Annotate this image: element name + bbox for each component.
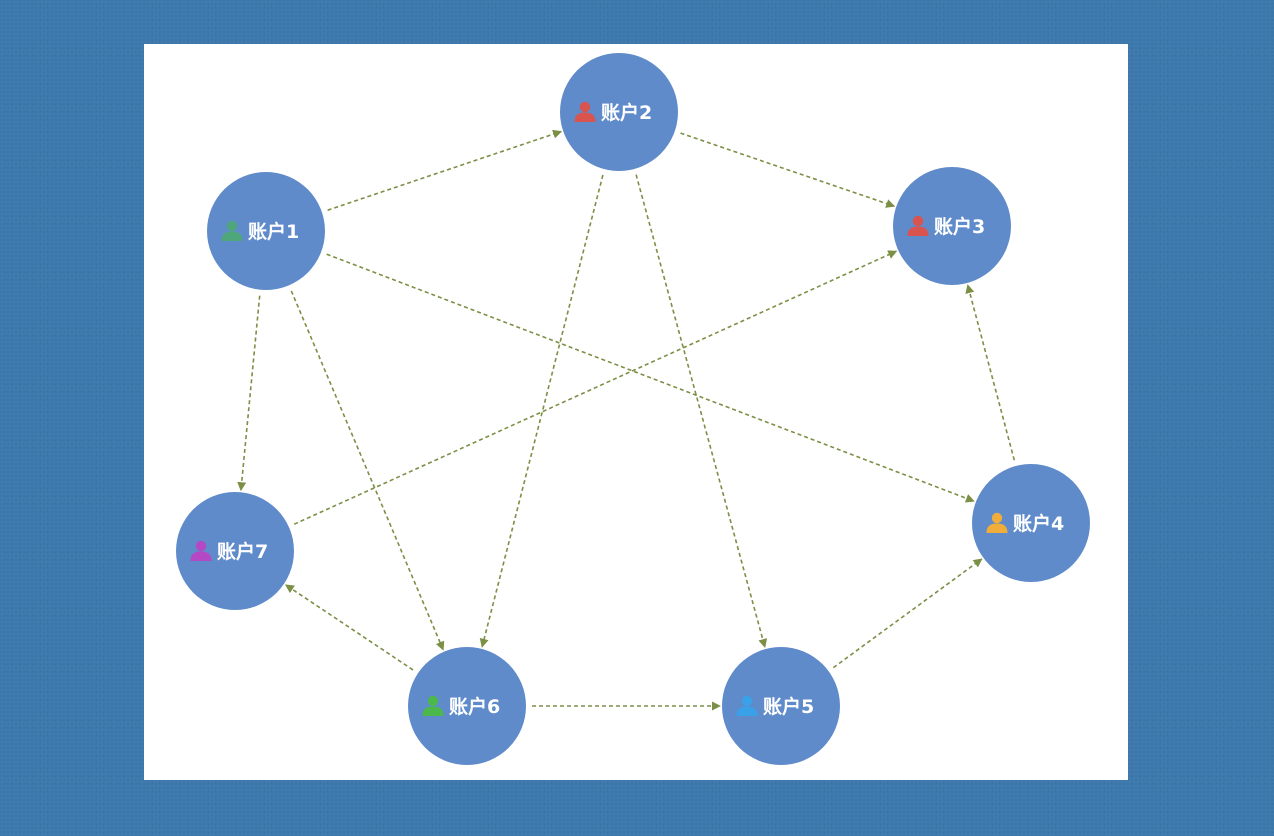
node-circle <box>722 647 840 765</box>
edge-5-to-4 <box>832 558 983 669</box>
node-label: 账户1 <box>248 220 299 243</box>
edge-2-to-5 <box>635 174 768 648</box>
node-label: 账户3 <box>934 215 985 238</box>
user-icon <box>221 220 243 241</box>
node-label: 账户7 <box>217 540 268 563</box>
node-account-5[interactable]: 账户5 <box>722 647 840 765</box>
node-circle <box>176 492 294 610</box>
node-circle <box>893 167 1011 285</box>
edge-2-to-3 <box>680 132 896 208</box>
diagram-canvas: 账户1 账户2 账户3 账户4 账户5 账户6 账户7 <box>144 44 1128 780</box>
node-label: 账户5 <box>763 695 814 718</box>
user-icon <box>736 695 758 716</box>
edge-1-to-6 <box>290 290 445 651</box>
edge-1-to-2 <box>327 129 563 211</box>
node-circle <box>972 464 1090 582</box>
node-label: 账户4 <box>1013 512 1064 535</box>
node-account-3[interactable]: 账户3 <box>893 167 1011 285</box>
edge-1-to-7 <box>237 295 261 492</box>
edge-7-to-3 <box>293 250 898 525</box>
edge-1-to-4 <box>326 253 975 503</box>
node-circle <box>560 53 678 171</box>
node-account-7[interactable]: 账户7 <box>176 492 294 610</box>
user-icon <box>422 695 444 716</box>
node-circle <box>408 647 526 765</box>
node-label: 账户2 <box>601 101 652 124</box>
node-label: 账户6 <box>449 695 500 718</box>
node-account-2[interactable]: 账户2 <box>560 53 678 171</box>
node-account-1[interactable]: 账户1 <box>207 172 325 290</box>
user-icon <box>190 540 212 561</box>
edge-2-to-6 <box>479 174 604 648</box>
edges-layer <box>237 129 1016 711</box>
node-circle <box>207 172 325 290</box>
node-account-6[interactable]: 账户6 <box>408 647 526 765</box>
nodes-layer: 账户1 账户2 账户3 账户4 账户5 账户6 账户7 <box>176 53 1090 765</box>
edge-6-to-7 <box>284 584 414 671</box>
node-account-4[interactable]: 账户4 <box>972 464 1090 582</box>
user-icon <box>907 215 929 236</box>
user-icon <box>574 101 596 122</box>
edge-4-to-3 <box>965 284 1016 461</box>
account-network-diagram: 账户1 账户2 账户3 账户4 账户5 账户6 账户7 <box>176 53 1090 765</box>
user-icon <box>986 512 1008 533</box>
